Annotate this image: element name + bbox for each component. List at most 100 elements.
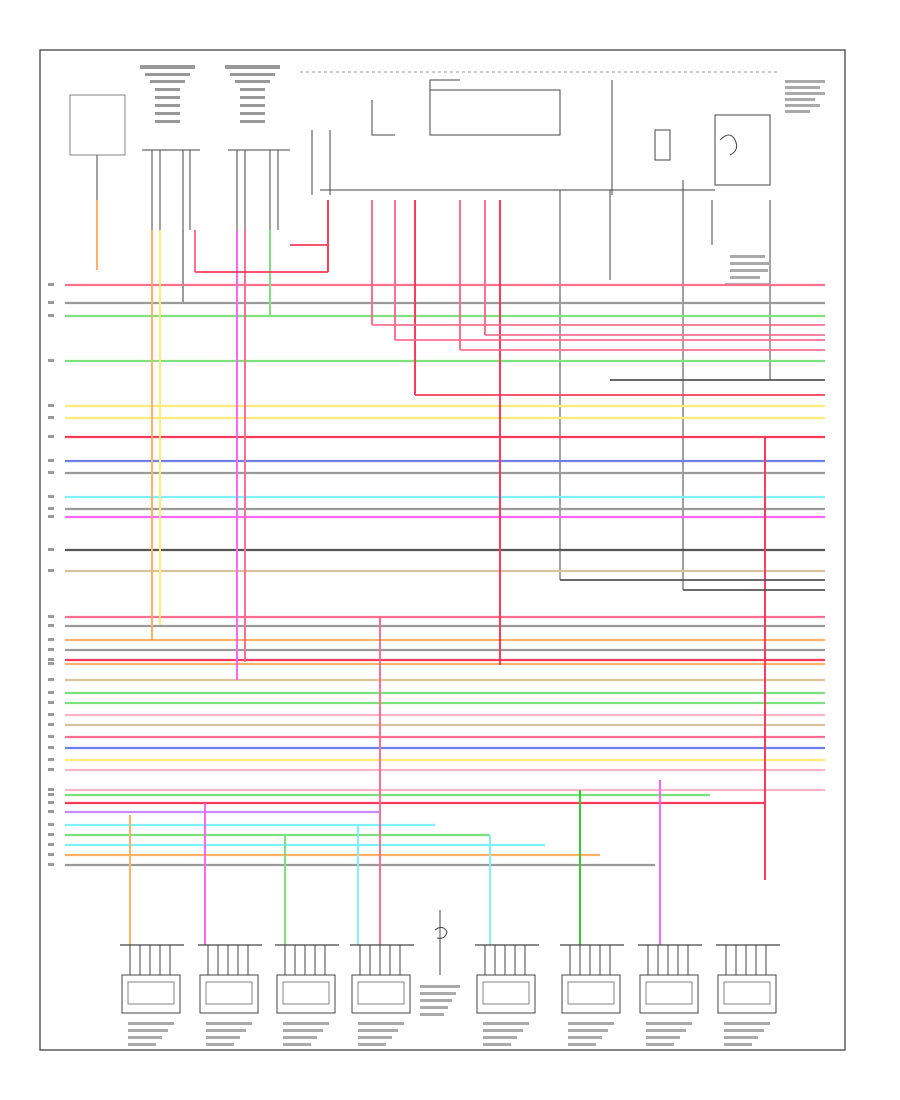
component-label-line [283, 1029, 323, 1032]
pin-marker [48, 515, 54, 518]
component-label-line [646, 1043, 674, 1046]
component-label-line [128, 1029, 168, 1032]
pin-marker [48, 658, 54, 661]
component-label-line [724, 1029, 764, 1032]
left-pin-markers [48, 283, 54, 866]
component-body [121, 974, 181, 1014]
component-label-line [358, 1029, 398, 1032]
component-label-line [206, 1022, 252, 1025]
bottom-component-6 [560, 944, 624, 1046]
middle-component-label-line [420, 1006, 448, 1009]
bottom-component-4 [350, 944, 414, 1046]
component-label-line [128, 1036, 162, 1039]
pin-marker [48, 569, 54, 572]
component-label-line [646, 1029, 686, 1032]
component-body [639, 974, 699, 1014]
component-label-line [358, 1036, 392, 1039]
middle-component-label-line [420, 1013, 444, 1016]
component-body [561, 974, 621, 1014]
pin-marker [48, 768, 54, 771]
component-label-line [646, 1036, 680, 1039]
pin-marker [48, 459, 54, 462]
bottom-component-2 [198, 944, 262, 1046]
middle-component-label-line [420, 985, 460, 988]
pin-marker [48, 691, 54, 694]
component-connector [205, 981, 253, 1005]
component-connector [723, 981, 771, 1005]
middle-component-symbol [434, 926, 448, 939]
top-left-connectors [96, 149, 290, 230]
middle-small-component [420, 910, 460, 1016]
component-connector [567, 981, 615, 1005]
pin-marker [48, 810, 54, 813]
pin-marker [48, 495, 54, 498]
bottom-components [120, 910, 780, 1046]
pin-marker [48, 723, 54, 726]
pin-marker [48, 471, 54, 474]
component-label-line [483, 1029, 523, 1032]
component-label-line [283, 1036, 317, 1039]
diagram-border [39, 49, 846, 1051]
component-label-line [724, 1043, 752, 1046]
component-label-line [483, 1036, 517, 1039]
pin-marker [48, 701, 54, 704]
pin-marker [48, 735, 54, 738]
component-label-line [283, 1043, 311, 1046]
pin-marker [48, 713, 54, 716]
component-connector [645, 981, 693, 1005]
component-label-line [568, 1036, 602, 1039]
component-label-line [128, 1022, 174, 1025]
component-label-line [568, 1043, 596, 1046]
pin-marker [48, 638, 54, 641]
pin-marker [48, 863, 54, 866]
pin-marker [48, 507, 54, 510]
component-label-line [483, 1022, 529, 1025]
bottom-component-1 [120, 944, 184, 1046]
pin-marker [48, 548, 54, 551]
component-label-line [128, 1043, 156, 1046]
pin-marker [48, 843, 54, 846]
component-label-line [206, 1036, 240, 1039]
pin-marker [48, 758, 54, 761]
component-connector [482, 981, 530, 1005]
component-body [351, 974, 411, 1014]
component-body [476, 974, 536, 1014]
component-connector [357, 981, 405, 1005]
middle-component-label-line [420, 992, 456, 995]
pin-marker [48, 746, 54, 749]
pin-marker [48, 823, 54, 826]
pin-marker [48, 615, 54, 618]
component-connector [127, 981, 175, 1005]
pin-marker [48, 793, 54, 796]
bottom-component-3 [275, 944, 339, 1046]
component-body [276, 974, 336, 1014]
vertical-wires [96, 200, 825, 945]
pin-marker [48, 416, 54, 419]
component-label-line [483, 1043, 511, 1046]
pin-marker [48, 648, 54, 651]
component-label-line [358, 1043, 386, 1046]
pin-marker [48, 853, 54, 856]
component-label-line [568, 1029, 608, 1032]
component-label-line [724, 1022, 770, 1025]
component-label-line [206, 1043, 234, 1046]
pin-marker [48, 359, 54, 362]
pin-marker [48, 801, 54, 804]
horizontal-wires [65, 283, 825, 867]
top-right-labels [725, 80, 825, 286]
component-label-line [724, 1036, 758, 1039]
component-body [717, 974, 777, 1014]
component-label-line [206, 1029, 246, 1032]
bottom-component-8 [716, 944, 780, 1046]
pin-marker [48, 833, 54, 836]
pin-marker [48, 404, 54, 407]
middle-component-label-line [420, 999, 452, 1002]
component-label-line [568, 1022, 614, 1025]
component-body [199, 974, 259, 1014]
pin-marker [48, 662, 54, 665]
top-left-component-labels [69, 65, 280, 156]
component-connector [282, 981, 330, 1005]
pin-marker [48, 624, 54, 627]
pin-marker [48, 314, 54, 317]
